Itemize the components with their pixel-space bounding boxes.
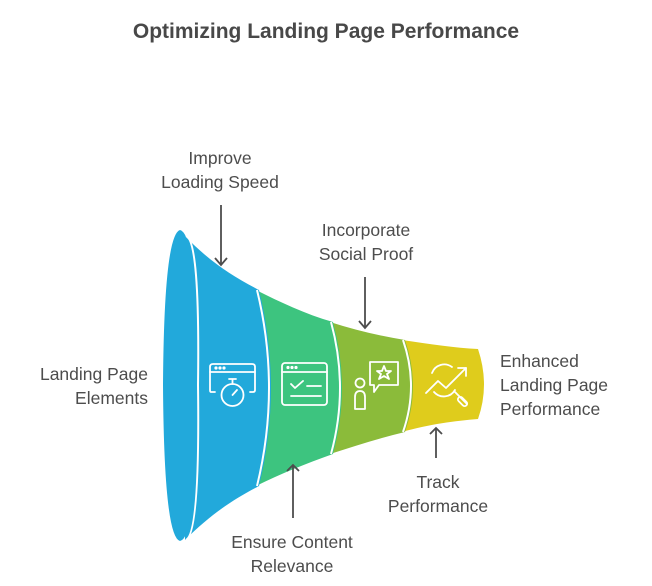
left-label: Landing Page Elements [26, 362, 148, 410]
stage-4-label-line-2: Performance [387, 496, 489, 516]
funnel-segment-loading-speed [185, 236, 271, 540]
stage-1-label: Improve Loading Speed [150, 146, 290, 194]
browser-stopwatch-icon [209, 363, 256, 407]
stage-3-label-line-1: Incorporate [321, 220, 411, 240]
arrow-social-proof [358, 277, 372, 330]
chart-magnifier-icon [425, 363, 469, 408]
funnel-segment-content-relevance [256, 290, 342, 486]
stage-2-label: Ensure Content Relevance [212, 530, 372, 578]
stage-4-label: Track Performance [368, 470, 508, 518]
segment-separators [185, 235, 412, 541]
left-label-line-2: Elements [75, 388, 148, 408]
right-label-line-3: Performance [500, 399, 601, 419]
stage-3-label: Incorporate Social Proof [296, 218, 436, 266]
stage-2-label-line-1: Ensure Content [231, 532, 353, 552]
right-label-line-1: Enhanced [500, 351, 579, 371]
arrow-ensure-content-relevance [286, 463, 300, 518]
diagram-title: Optimizing Landing Page Performance [132, 20, 520, 43]
funnel-segment-social-proof [330, 322, 413, 454]
stage-2-label-line-2: Relevance [250, 556, 334, 576]
left-label-line-1: Landing Page [39, 364, 148, 384]
stage-1-label-line-1: Improve [188, 148, 252, 168]
funnel-mouth [163, 230, 197, 541]
arrow-improve-loading-speed [214, 205, 228, 267]
stage-1-label-line-2: Loading Speed [161, 172, 279, 192]
arrow-track-performance [429, 426, 443, 458]
stage-3-label-line-2: Social Proof [318, 244, 414, 264]
person-review-star-icon [354, 361, 399, 410]
stage-4-label-line-1: Track [416, 472, 460, 492]
browser-checklist-icon [281, 362, 328, 406]
right-label: Enhanced Landing Page Performance [500, 349, 608, 421]
right-label-line-2: Landing Page [500, 375, 609, 395]
